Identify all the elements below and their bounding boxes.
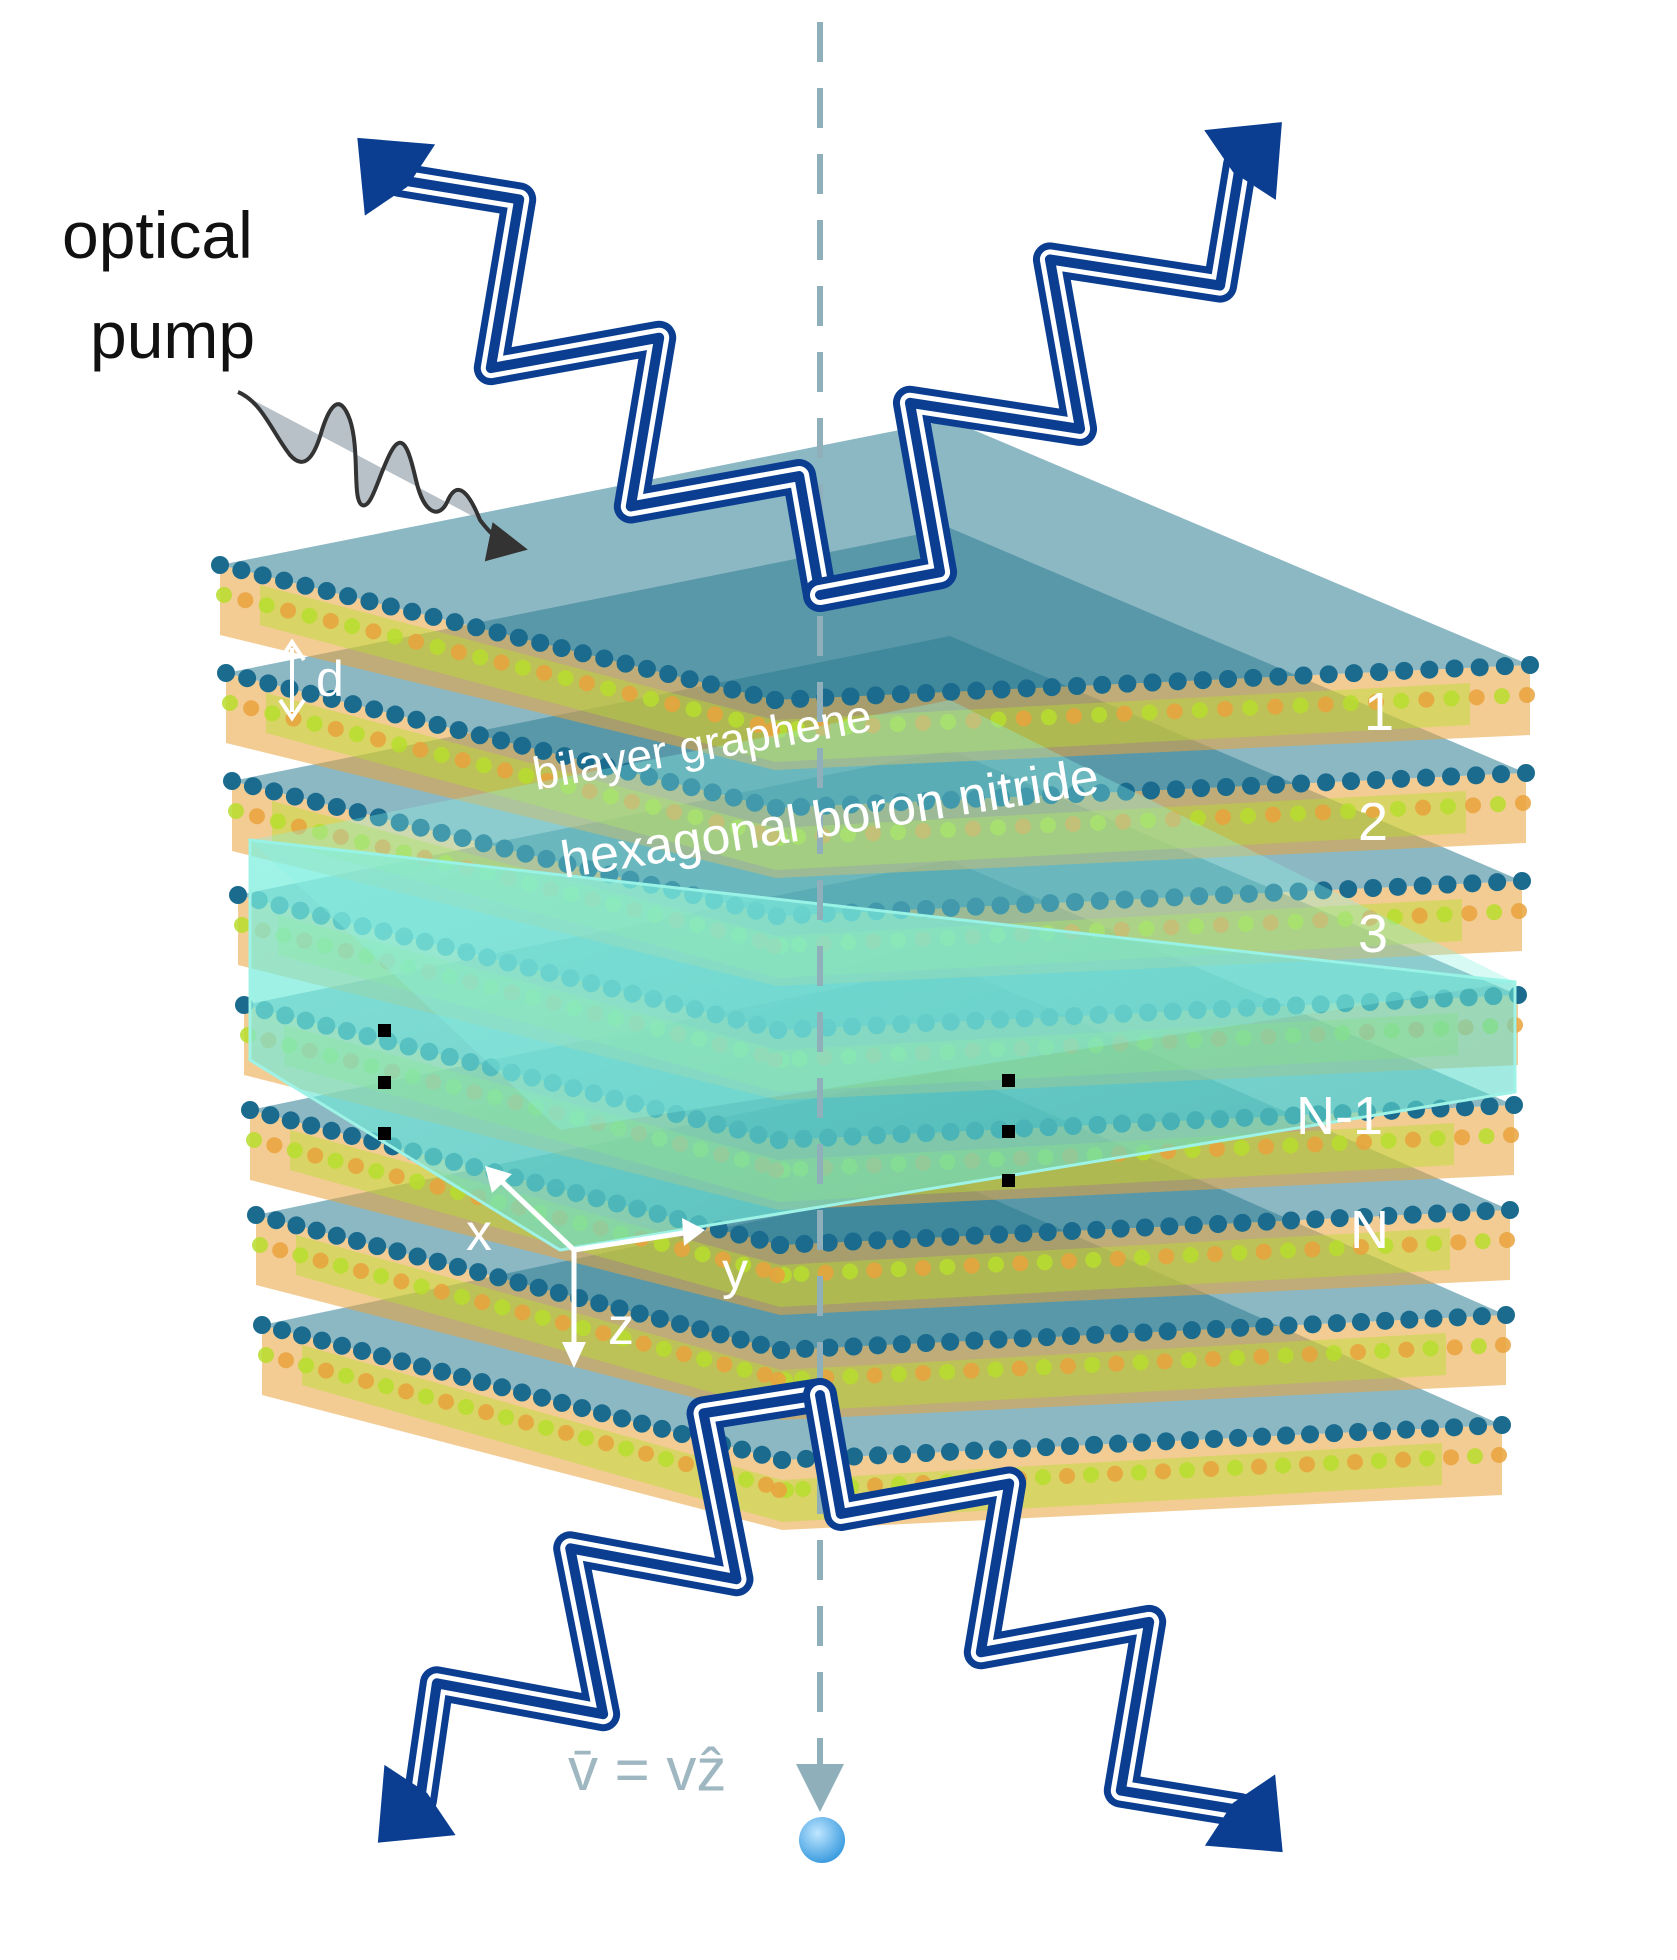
spacing-indicator <box>278 638 306 722</box>
axis-label-y: y <box>722 1242 748 1300</box>
layer-number-n: N <box>1350 1200 1389 1260</box>
ellipsis-left <box>378 1024 391 1140</box>
coordinate-axes <box>485 1166 705 1368</box>
lattice-layer <box>211 420 1539 770</box>
emitted-photons <box>357 122 1283 1853</box>
velocity-label: v̄ = vẑ <box>568 1736 726 1803</box>
ellipsis-right <box>1002 1074 1015 1187</box>
optical-pump-wave <box>237 390 528 562</box>
photon-wave <box>377 1378 837 1843</box>
photon-wave <box>803 1378 1283 1853</box>
photon-wave <box>357 137 837 612</box>
pump-label-line1: optical <box>62 198 253 272</box>
axis-label-z: z <box>608 1298 634 1356</box>
spacing-label: d <box>316 651 344 707</box>
layer-number-3: 3 <box>1358 904 1388 964</box>
layer-stack <box>211 420 1539 1530</box>
layer-number-1: 1 <box>1364 682 1394 742</box>
layer-number-n-minus-1: N-1 <box>1296 1086 1383 1146</box>
axis-label-x: x <box>466 1204 492 1262</box>
photon-wave <box>803 122 1282 612</box>
pump-label-line2: pump <box>90 298 255 372</box>
layer-number-2: 2 <box>1358 792 1388 852</box>
electron <box>799 1817 845 1863</box>
cavity-slab <box>248 700 1517 1252</box>
